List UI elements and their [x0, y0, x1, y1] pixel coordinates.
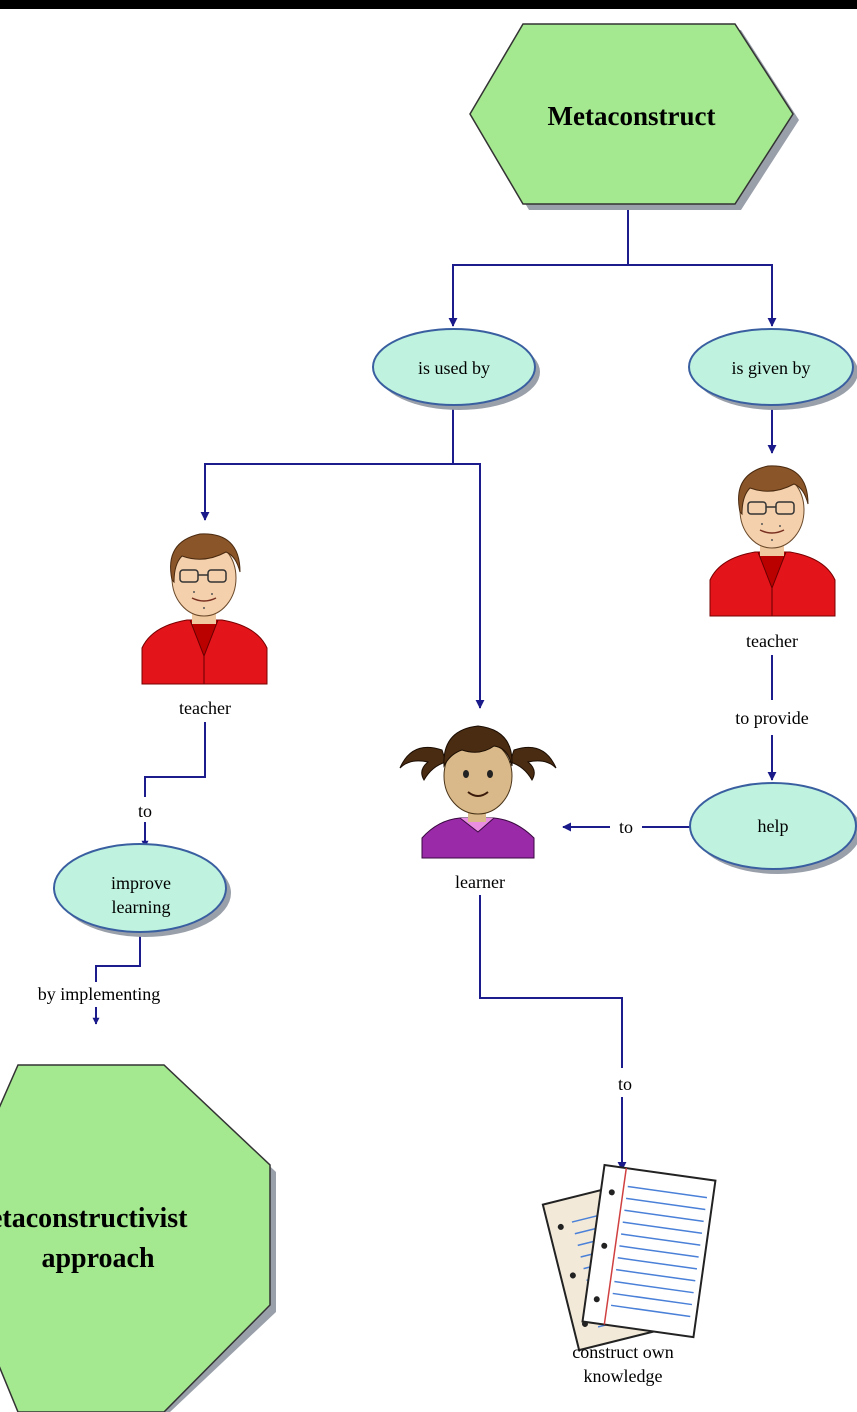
teacher-left-label: teacher: [179, 698, 231, 718]
knowledge-label-line1: construct own: [572, 1342, 674, 1362]
ellipse-help: [689, 782, 857, 874]
learner-girl-icon: [399, 725, 557, 859]
connector-usedby-learner: [453, 463, 485, 709]
relation-by-implementing-label: by implementing: [10, 983, 188, 1005]
connector-improve-implementing: [95, 930, 141, 982]
top-border-bar: [0, 0, 857, 9]
connector-lines: [92, 205, 777, 1171]
paper-documents-icon: [541, 1163, 717, 1352]
connector-learner-to: [479, 895, 623, 1068]
ellipse-given-by: [688, 328, 857, 410]
connector-usedby-teacher: [200, 402, 454, 521]
connector-metaconstruct-used-by: [448, 205, 629, 327]
teacher-person-icon: [709, 465, 836, 617]
relation-to-teacher-label: to: [128, 800, 162, 822]
relation-used-by-label: is used by: [418, 358, 490, 378]
metaconstruct-label: Metaconstruct: [547, 101, 716, 131]
teacher-right-label: teacher: [746, 631, 798, 651]
relation-to-learner-label: to: [608, 1073, 642, 1095]
metaconstruct-node: [469, 23, 799, 210]
connector-metaconstruct-given-by: [628, 264, 777, 327]
knowledge-label-line2: knowledge: [583, 1366, 663, 1386]
relation-to-provide-label: to provide: [717, 707, 827, 729]
approach-label-line1: etaconstructivist: [0, 1203, 188, 1234]
learner-label: learner: [455, 872, 505, 892]
ellipse-used-by: [372, 328, 540, 410]
connector-teacher-to: [144, 722, 206, 797]
improve-learning-label-line1: improve: [111, 873, 171, 893]
improve-learning-label-line2: learning: [111, 897, 171, 917]
teacher-person-icon: [141, 533, 268, 685]
approach-label-line2: approach: [41, 1243, 155, 1274]
ellipse-improve-learning: [53, 843, 231, 937]
help-label: help: [757, 816, 789, 836]
approach-node: [0, 1064, 276, 1412]
relation-to-help-label: to: [610, 816, 642, 838]
relation-given-by-label: is given by: [731, 358, 811, 378]
